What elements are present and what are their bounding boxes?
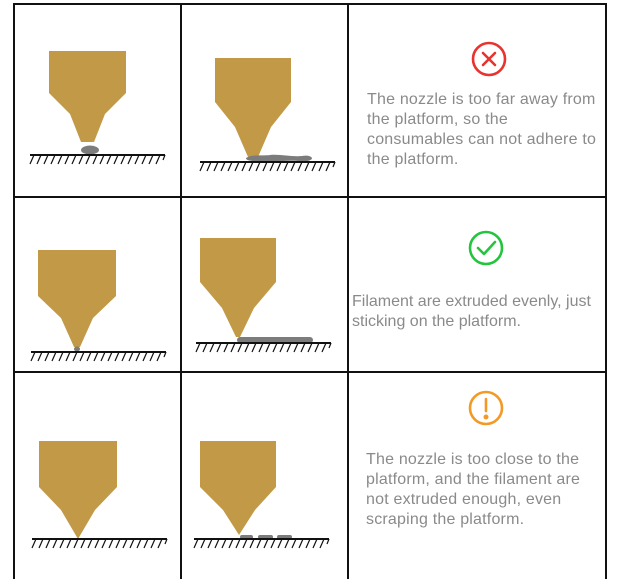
row-2-nozzle-clean-illustration: [31, 250, 166, 361]
row-2-description: Filament are extruded evenly, just stick…: [352, 292, 604, 332]
row-3-description: The nozzle is too close to the platform,…: [366, 450, 594, 530]
exclamation-circle-icon: [470, 392, 502, 424]
filament-strand: [246, 155, 312, 162]
row-1-description: The nozzle is too far away from the plat…: [367, 90, 603, 170]
platform: [194, 539, 329, 548]
nozzle: [39, 441, 117, 539]
nozzle: [215, 58, 291, 157]
filament-blob: [81, 146, 99, 155]
nozzle: [200, 238, 276, 337]
row-3-nozzle-clean-illustration: [32, 441, 167, 548]
platform: [32, 539, 167, 548]
row-1-nozzle-clean-illustration: [30, 51, 165, 164]
platform: [30, 155, 165, 164]
x-circle-icon: [473, 43, 505, 75]
check-circle-icon: [470, 232, 502, 264]
nozzle: [49, 51, 126, 142]
platform: [196, 343, 331, 352]
nozzle: [200, 441, 276, 535]
filament-dot: [74, 347, 80, 352]
platform: [31, 352, 166, 361]
nozzle: [38, 250, 116, 347]
row-2-nozzle-extruding-illustration: [196, 238, 331, 352]
platform: [200, 162, 335, 171]
row-1-nozzle-extruding-illustration: [200, 58, 335, 171]
row-3-nozzle-extruding-illustration: [194, 441, 329, 548]
